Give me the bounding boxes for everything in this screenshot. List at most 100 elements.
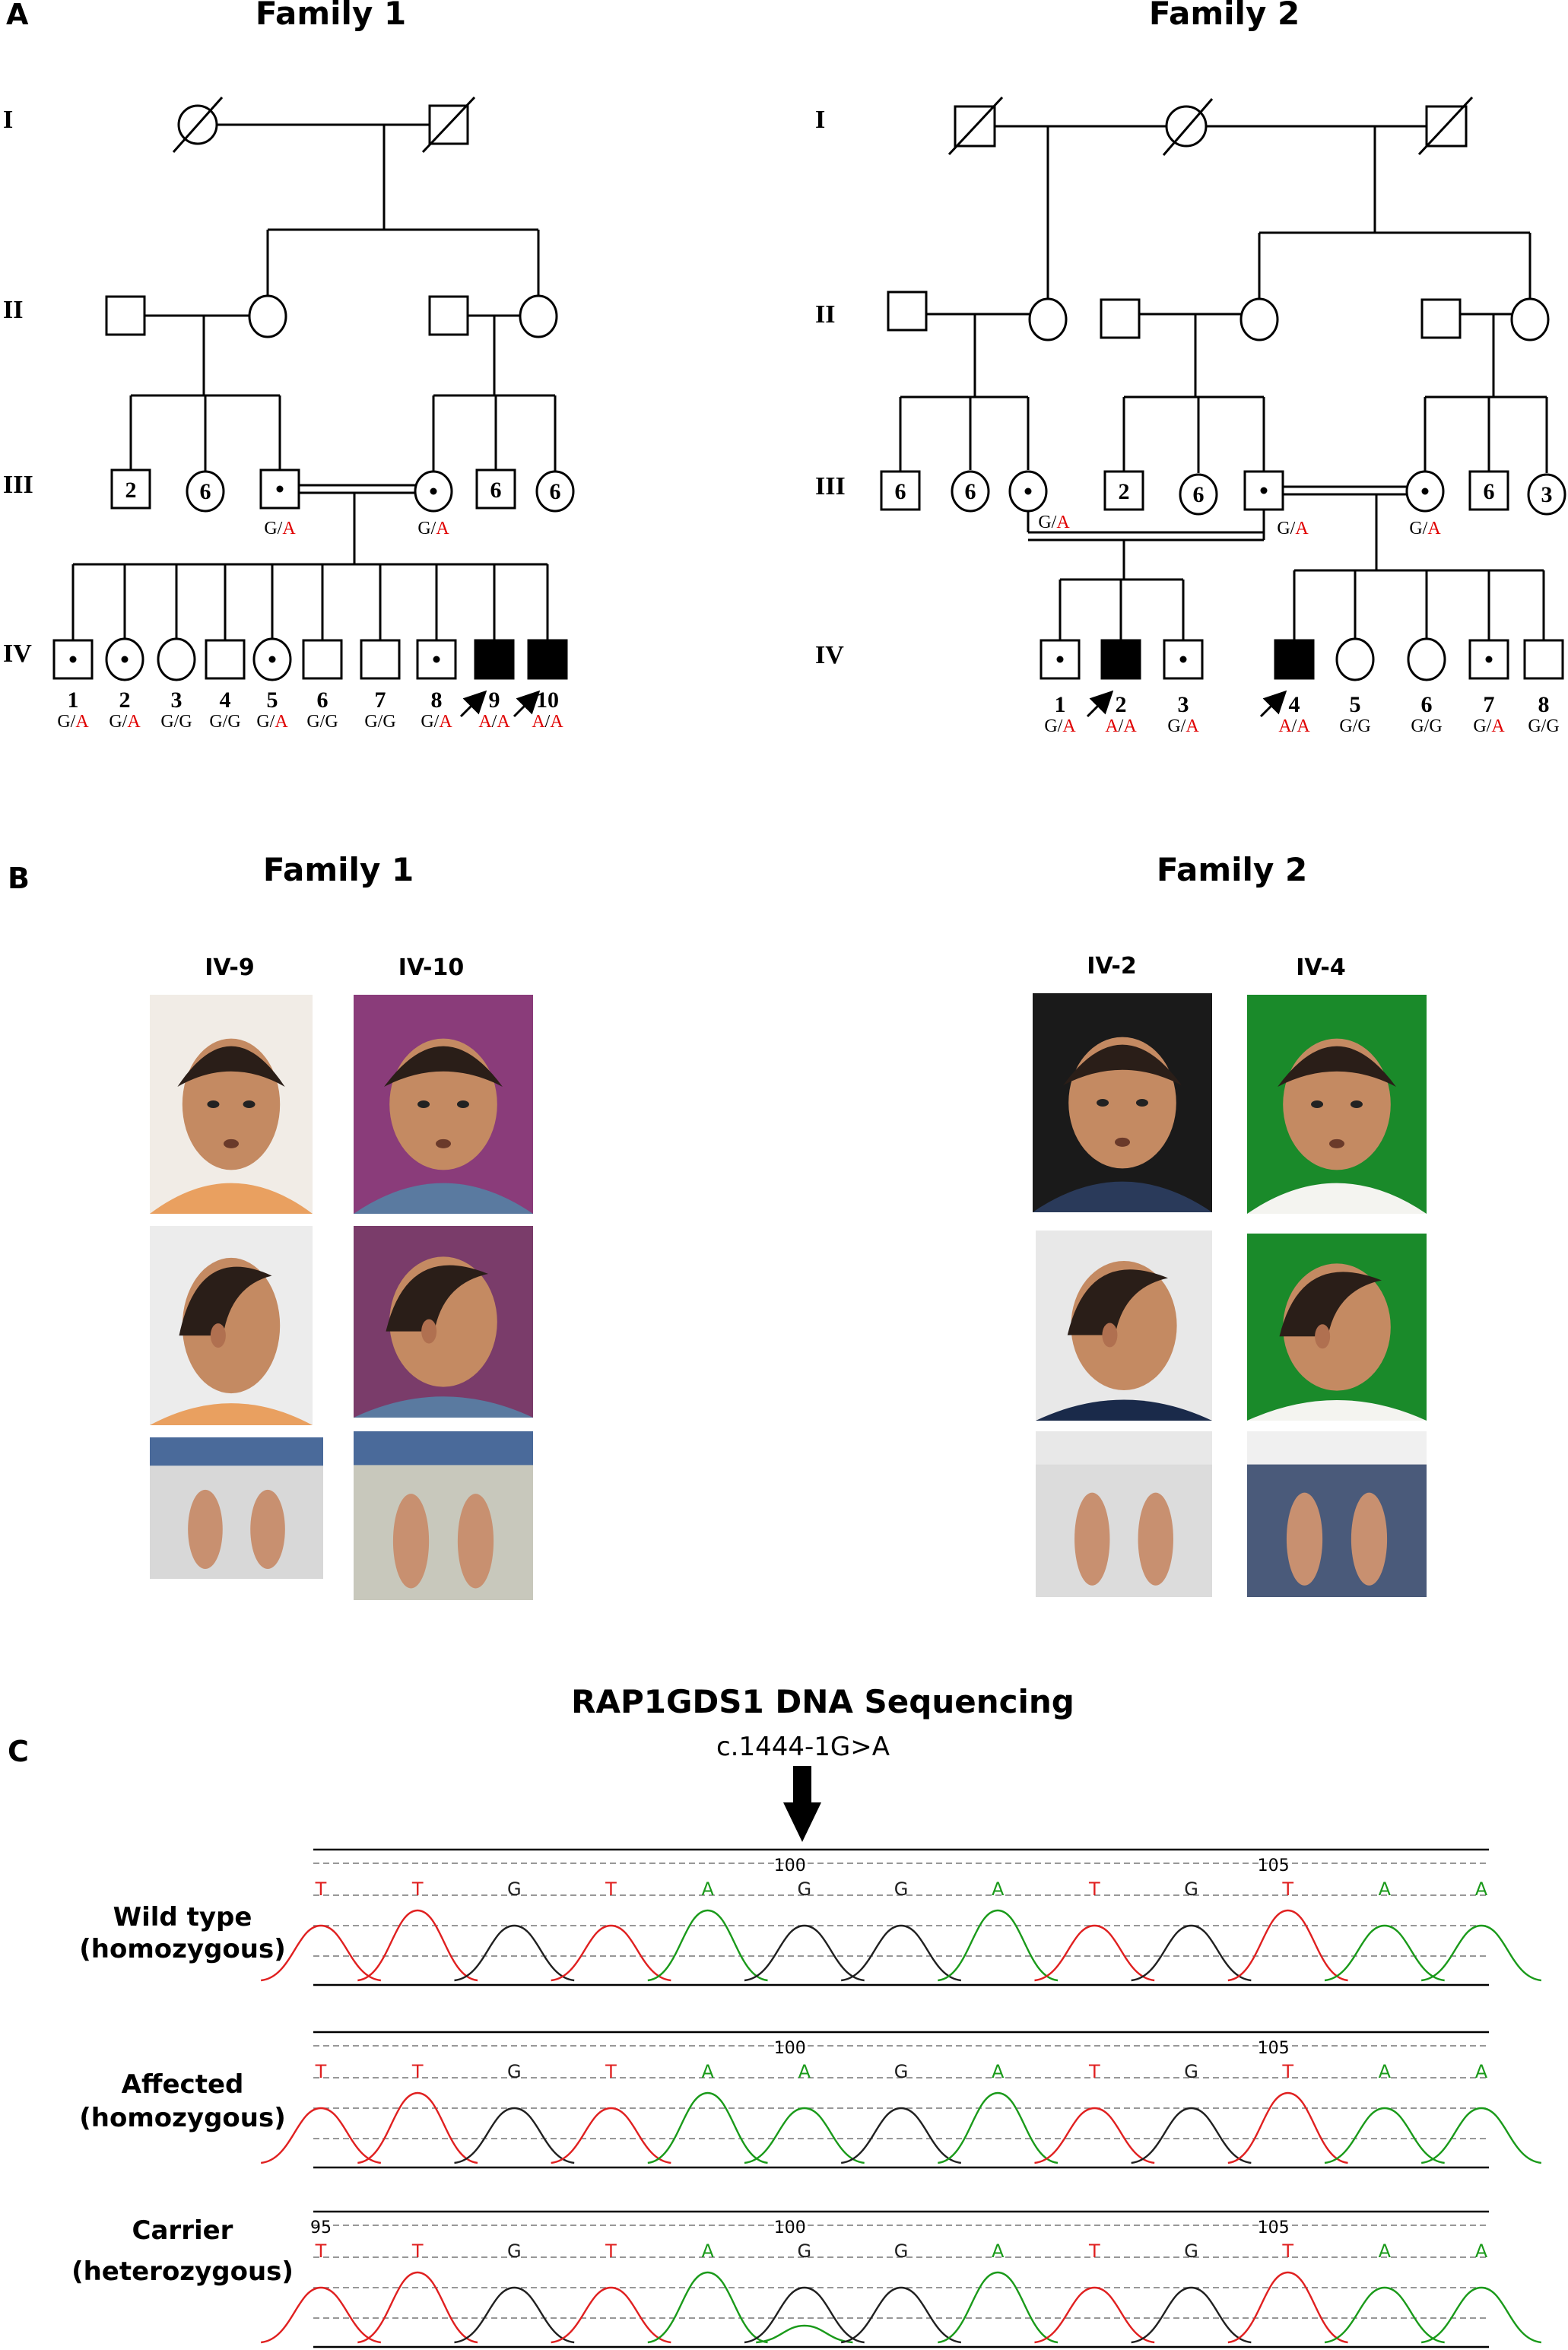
base-call: G [507, 1878, 522, 1900]
individual-number: 1 [1055, 692, 1066, 717]
trace-peak [744, 2286, 865, 2344]
trace-peak [1131, 2107, 1252, 2164]
individual-number: 10 [536, 688, 559, 713]
sample-sublabel: (homozygous) [79, 2103, 286, 2133]
patient-photo-face [354, 995, 533, 1214]
sibling-count: 6 [550, 479, 561, 504]
patient-photo-profile [1247, 1234, 1427, 1421]
base-call: T [315, 2061, 327, 2082]
trace-peak [1131, 1924, 1252, 1982]
base-call: A [1379, 2061, 1392, 2082]
photo-label: IV-2 [1087, 953, 1137, 980]
genotype-label: G/A [1409, 519, 1441, 538]
panel-b-letter: B [8, 862, 30, 895]
base-call: T [1088, 2240, 1100, 2262]
female-group-symbol [1179, 473, 1218, 516]
base-call: G [1184, 1878, 1198, 1900]
individual-number: 2 [1116, 692, 1127, 717]
base-position: 105 [1258, 2218, 1290, 2237]
base-call: G [507, 2061, 522, 2082]
genotype-label: A/A [532, 712, 563, 732]
trace-peak [1034, 2107, 1155, 2164]
male-symbol [1100, 298, 1141, 339]
base-call: T [1088, 2061, 1100, 2082]
genotype-label: G/A [417, 519, 449, 538]
base-call: T [605, 2240, 617, 2262]
trace-peak [1034, 2286, 1155, 2344]
individual-number: 6 [1421, 692, 1433, 717]
genotype-label: G/G [209, 712, 240, 732]
base-call: T [315, 1878, 327, 1900]
sequencing-title: RAP1GDS1 DNA Sequencing [571, 1683, 1074, 1720]
gen-label-III: III [3, 471, 33, 499]
gen-label-IV: IV [3, 640, 32, 668]
female-group-symbol [951, 470, 990, 513]
family1-generation-labels: I II III IV [3, 106, 33, 668]
patient-photo-face [150, 995, 313, 1214]
family2-photos-title: Family 2 [1157, 851, 1307, 888]
base-call: A [701, 2061, 714, 2082]
base-call: G [894, 1878, 909, 1900]
base-call: A [992, 2061, 1005, 2082]
base-call: A [992, 1878, 1005, 1900]
base-call: A [1475, 1878, 1488, 1900]
proband-arrow [1259, 690, 1287, 718]
gen-label-I: I [3, 106, 13, 134]
male-group-symbol [880, 470, 921, 511]
base-position: 105 [1258, 1856, 1290, 1875]
base-position: 95 [310, 2218, 332, 2237]
genotype-label: G/G [160, 712, 192, 732]
patient-photo-face [1247, 995, 1427, 1214]
base-call: G [507, 2240, 522, 2262]
trace-peak [1421, 2286, 1541, 2344]
base-call: A [701, 1878, 714, 1900]
gen-label-IV: IV [815, 641, 844, 669]
family1-photos-title: Family 1 [263, 851, 414, 888]
affected-male-symbol [1100, 639, 1141, 680]
individual-number: 8 [1538, 692, 1550, 717]
base-call: A [1379, 1878, 1392, 1900]
trace-peak [647, 2091, 768, 2164]
photo-label: IV-10 [398, 954, 464, 981]
trace-peak [454, 2286, 575, 2344]
trace-peak [841, 2286, 961, 2344]
gen-label-II: II [815, 300, 835, 329]
affected-male-symbol [474, 639, 515, 680]
trace-peak [260, 2107, 382, 2164]
gen-label-I: I [815, 106, 825, 134]
genotype-label: G/G [1411, 716, 1442, 736]
sibling-count: 6 [1484, 479, 1495, 504]
genotype-label: A/A [478, 712, 510, 732]
sibling-count: 2 [1119, 479, 1130, 504]
base-call: T [315, 2240, 327, 2262]
trace-peak [1227, 2091, 1348, 2164]
sample-label: Wild type [113, 1902, 252, 1932]
patient-photo-feet [150, 1437, 323, 1579]
family2-generation-labels: I II III IV [815, 106, 846, 669]
base-call: T [1281, 2240, 1293, 2262]
patient-photo-feet [1247, 1431, 1427, 1597]
genotype-label: G/A [1277, 519, 1309, 538]
individual-number: 2 [119, 688, 131, 713]
family1-gen4-individuals: 1G/A2G/A3G/G4G/G5G/A6G/G7G/G8G/A9A/A10A/… [52, 564, 568, 732]
panel-c-letter: C [8, 1735, 29, 1768]
individual-number: 3 [1178, 692, 1189, 717]
genotype-label: G/G [306, 712, 338, 732]
sample-sublabel: (homozygous) [79, 1934, 286, 1964]
male-symbol [105, 295, 146, 336]
sibling-count: 6 [490, 478, 502, 503]
base-call: A [992, 2240, 1005, 2262]
family2-pedigree-title: Family 2 [1149, 0, 1300, 32]
trace-peak [1227, 1909, 1348, 1982]
base-call: T [1088, 1878, 1100, 1900]
genotype-label: G/A [1473, 716, 1505, 736]
male-symbol [360, 639, 401, 680]
individual-number: 7 [1484, 692, 1495, 717]
trace-peak [1131, 2286, 1252, 2344]
clinical-photographs [150, 993, 1427, 1600]
genotype-label: A/A [1105, 716, 1137, 736]
